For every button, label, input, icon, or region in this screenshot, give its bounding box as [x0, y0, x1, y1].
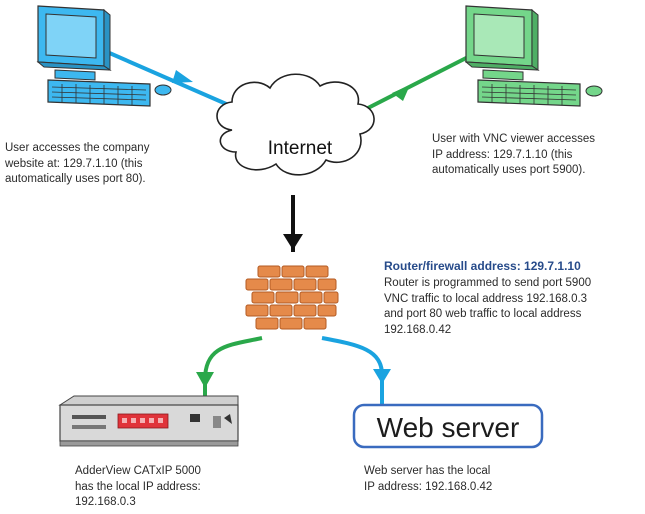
caption-line: automatically uses port 5900). — [432, 164, 586, 176]
caption-user-web: User accesses the company website at: 12… — [5, 141, 149, 188]
black-arrow-head — [283, 234, 303, 250]
webserver-box: Web server — [352, 403, 544, 449]
caption-user-vnc: User with VNC viewer accesses IP address… — [432, 132, 595, 179]
caption-line: 192.168.0.42 — [384, 323, 452, 336]
caption-router: Router is programmed to send port 5900 V… — [384, 276, 591, 338]
adderview-device-icon — [58, 395, 239, 447]
caption-line: Web server has the local — [364, 465, 491, 477]
caption-line: IP address: 129.7.1.10 (this — [432, 148, 573, 161]
caption-line: VNC traffic to local address 192.168.0.3 — [384, 292, 588, 305]
caption-line: website at: 129.7.1.10 (this — [5, 157, 143, 170]
connection-lines — [97, 46, 473, 438]
caption-line: has the local IP address: — [75, 480, 201, 493]
green-computer-icon — [464, 5, 603, 107]
caption-line: User accesses the company — [5, 142, 150, 154]
router-title: Router/firewall address: 129.7.1.10 — [384, 259, 581, 273]
blue-arrow-head — [172, 70, 193, 83]
blue-computer-icon — [36, 5, 172, 107]
caption-line: 192.168.0.3 — [75, 496, 136, 508]
caption-line: IP address: 192.168.0.42 — [364, 480, 493, 493]
blue-arrow-head-down — [373, 369, 391, 384]
internet-label: Internet — [268, 138, 333, 159]
green-arrow-head-down — [196, 372, 214, 388]
caption-line: AdderView CATxIP 5000 — [75, 465, 201, 477]
blue-link-user-to-internet — [97, 46, 241, 112]
caption-line: automatically uses port 80). — [5, 173, 146, 185]
green-arrow-head — [392, 85, 410, 101]
caption-webserver: Web server has the local IP address: 192… — [364, 464, 492, 495]
green-link-vnc-to-internet — [367, 53, 473, 110]
internet-cloud: Internet — [216, 73, 375, 176]
caption-line: User with VNC viewer accesses — [432, 133, 595, 145]
caption-line: and port 80 web traffic to local address — [384, 308, 582, 320]
webserver-label: Web server — [377, 412, 520, 443]
caption-line: Router is programmed to send port 5900 — [384, 277, 592, 289]
firewall-icon — [245, 265, 339, 330]
caption-adderview: AdderView CATxIP 5000 has the local IP a… — [75, 464, 201, 511]
blue-link-router-to-webserver — [321, 336, 384, 405]
